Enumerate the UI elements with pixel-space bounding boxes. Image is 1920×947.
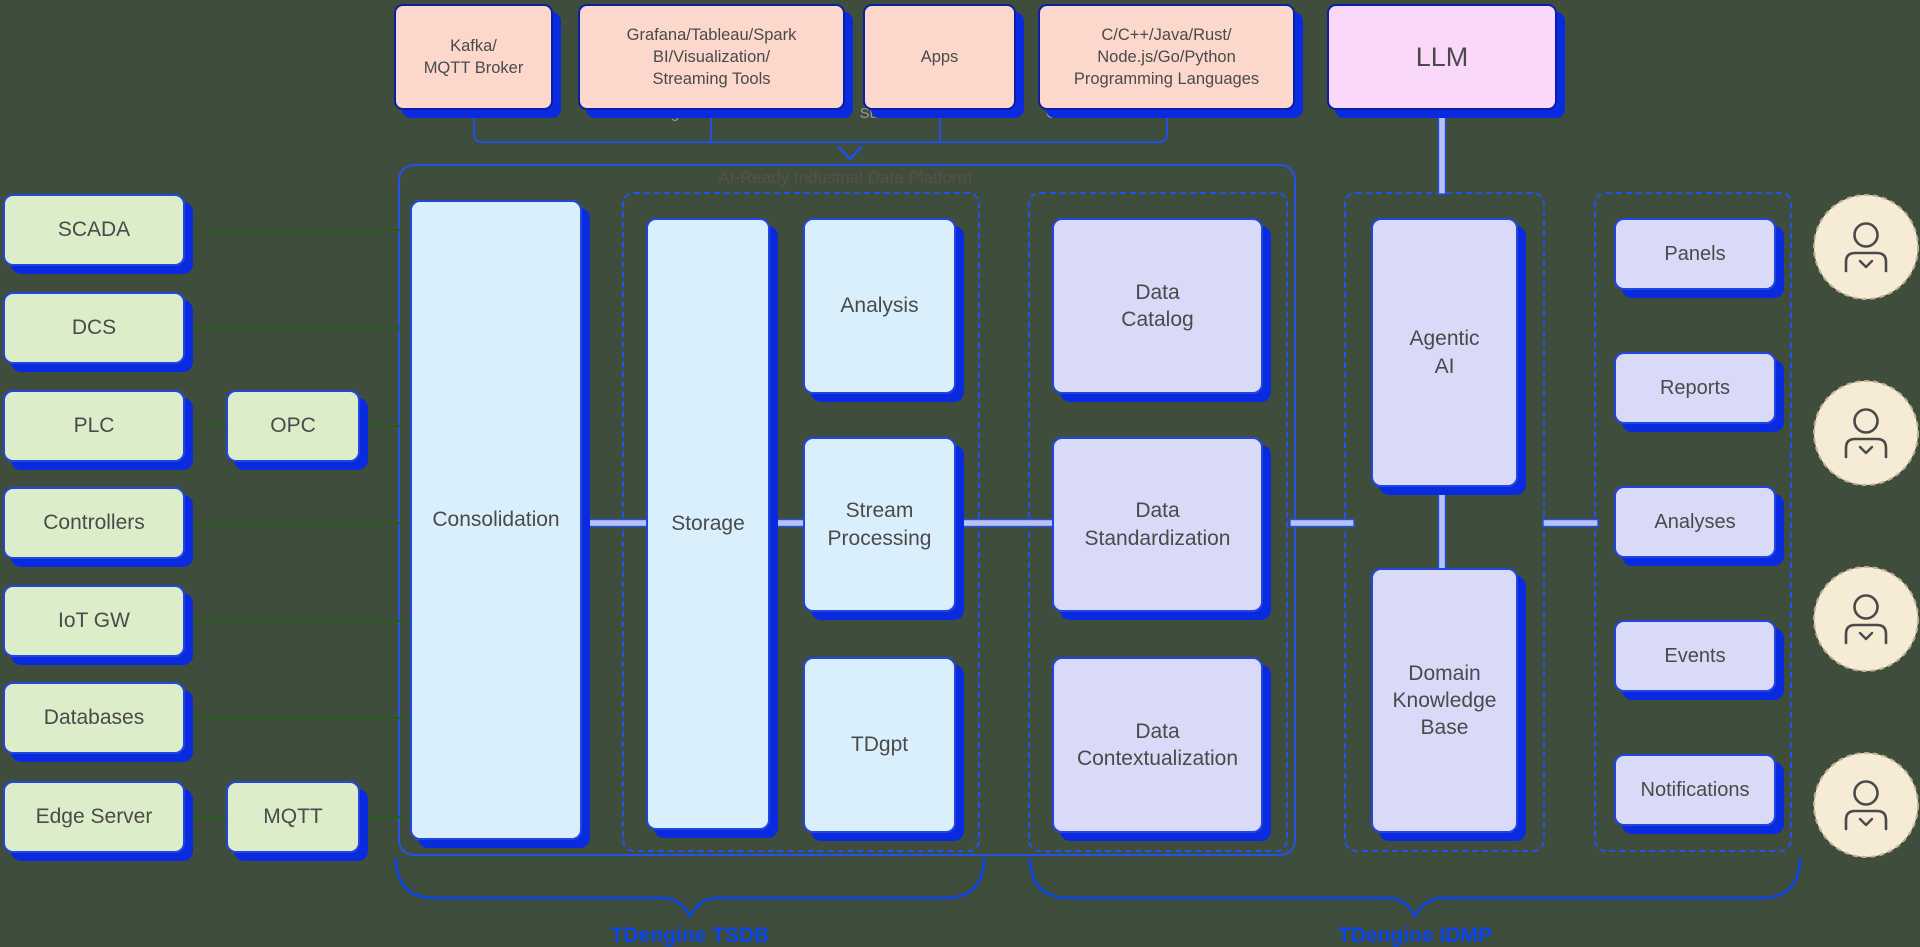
dcs-box: DCS (3, 292, 185, 364)
tdengine-tsdb-label: TDengine TSDB (610, 924, 770, 947)
agentic-ai-box: Agentic AI (1371, 218, 1518, 487)
analysis-box: Analysis (803, 218, 956, 394)
iot-gw-box: IoT GW (3, 585, 185, 657)
user-icon (1813, 194, 1919, 300)
events-box: Events (1614, 620, 1776, 692)
databases-box: Databases (3, 682, 185, 754)
data-catalog-box: Data Catalog (1052, 218, 1263, 394)
edge-server-box: Edge Server (3, 781, 185, 853)
user-icon (1813, 752, 1919, 858)
tdengine-idmp-label: TDengine IDMP (1337, 924, 1493, 947)
data-flow-pipes (579, 110, 1599, 571)
bi-visualization-box: Grafana/Tableau/Spark BI/Visualization/ … (578, 4, 845, 110)
notifications-box: Notifications (1614, 754, 1776, 826)
controllers-box: Controllers (3, 487, 185, 559)
apps-box: Apps (863, 4, 1016, 110)
reports-box: Reports (1614, 352, 1776, 424)
scada-box: SCADA (3, 194, 185, 266)
platform-title: AI-Ready Industrial Data Platform (718, 168, 972, 187)
idmp-bracket (1028, 857, 1802, 919)
opc-box: OPC (226, 390, 360, 462)
user-icon (1813, 566, 1919, 672)
tdgpt-box: TDgpt (803, 657, 956, 833)
tsdb-bracket (394, 857, 986, 919)
user-icon (1813, 380, 1919, 486)
panels-box: Panels (1614, 218, 1776, 290)
llm-box: LLM (1327, 4, 1557, 110)
ai-platform-container (398, 164, 1296, 856)
llm-connector (1437, 110, 1447, 195)
agentic-kb-connector (1437, 483, 1447, 571)
analyses-box: Analyses (1614, 486, 1776, 558)
brackets (394, 857, 1802, 919)
plc-box: PLC (3, 390, 185, 462)
kafka-mqtt-broker-box: Kafka/ MQTT Broker (394, 4, 553, 110)
top-bus-line (473, 112, 1168, 161)
down-arrow-icon (837, 145, 863, 161)
user-icons (1813, 194, 1919, 858)
consolidation-box: Consolidation (410, 200, 582, 840)
data-contextualization-box: Data Contextualization (1052, 657, 1263, 833)
storage-box: Storage (646, 218, 770, 830)
mqtt-box: MQTT (226, 781, 360, 853)
programming-languages-box: C/C++/Java/Rust/ Node.js/Go/Python Progr… (1038, 4, 1295, 110)
domain-knowledge-base-box: Domain Knowledge Base (1371, 568, 1518, 833)
stream-processing-box: Stream Processing (803, 437, 956, 612)
source-connector-lines (185, 229, 412, 818)
data-standardization-box: Data Standardization (1052, 437, 1263, 612)
